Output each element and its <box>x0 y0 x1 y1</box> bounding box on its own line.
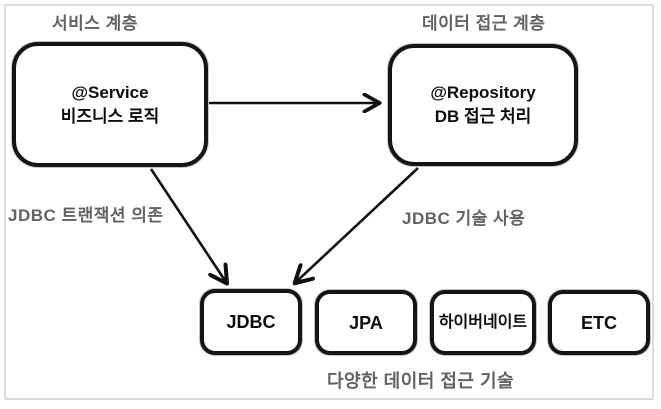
tech-box-hibernate-label: 하이버네이트 <box>438 313 528 331</box>
tech-box-jdbc: JDBC <box>200 289 302 355</box>
service-node: @Service 비즈니스 로직 <box>12 42 208 167</box>
jdbc-usage-edge-label: JDBC 기술 사용 <box>402 209 526 228</box>
jdbc-transaction-edge-label: JDBC 트랜잭션 의존 <box>8 206 164 225</box>
tech-box-jdbc-label: JDBC <box>226 312 276 332</box>
tech-box-jpa-label: JPA <box>349 312 383 333</box>
tech-box-jpa: JPA <box>315 290 417 355</box>
service-node-description: 비즈니스 로직 <box>60 106 160 126</box>
tech-box-hibernate: 하이버네이트 <box>430 290 536 355</box>
repository-node-annotation: @Repository <box>430 83 536 102</box>
bottom-caption-label: 다양한 데이터 접근 기술 <box>327 371 515 391</box>
repository-node-description: DB 접근 처리 <box>434 107 532 126</box>
service-node-annotation: @Service <box>71 82 149 102</box>
service-layer-label: 서비스 계층 <box>52 14 138 33</box>
repository-node: @Repository DB 접근 처리 <box>388 44 578 166</box>
data-access-layer-label: 데이터 접근 계층 <box>422 14 546 33</box>
tech-box-etc-label: ETC <box>581 312 617 333</box>
tech-box-etc: ETC <box>548 290 650 355</box>
